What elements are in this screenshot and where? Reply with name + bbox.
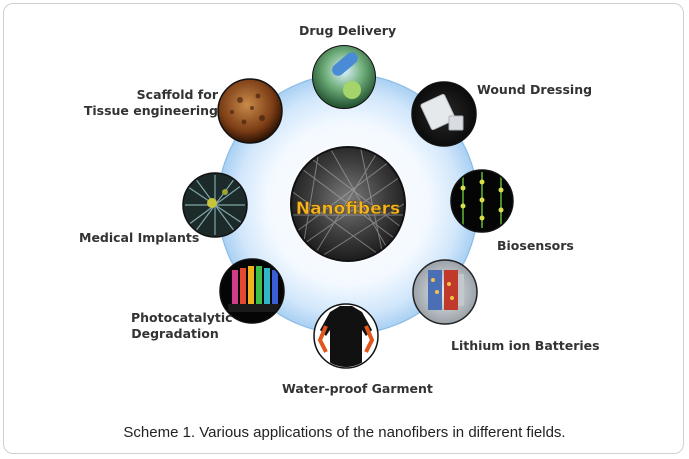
wound-dressing-node [411, 81, 477, 147]
lithium-ion-batteries-node [412, 259, 478, 325]
medical-implants-node [182, 172, 248, 238]
wound-dressing-label: Wound Dressing [477, 82, 593, 97]
medical-implants-label: Medical Implants [79, 230, 200, 245]
figure-caption: Scheme 1. Various applications of the na… [123, 424, 566, 441]
photocatalytic-degradation-node [219, 258, 285, 324]
lithium-ion-batteries-label: Lithium ion Batteries [451, 338, 600, 353]
photocatalytic-label-line2: Degradation [131, 326, 219, 341]
scaffold-label-line2: Tissue engineering [83, 103, 218, 118]
water-proof-garment-node [313, 303, 379, 369]
drug-delivery-label: Drug Delivery [299, 23, 397, 38]
scaffold-label-line1: Scaffold for [136, 87, 218, 102]
photocatalytic-label-line1: Photocatalytic [131, 310, 233, 325]
biosensors-label: Biosensors [497, 238, 574, 253]
photocatalytic-degradation-label: Photocatalytic Degradation [131, 310, 233, 342]
scaffold-node [217, 78, 283, 144]
drug-delivery-node [312, 45, 376, 109]
water-proof-garment-label: Water-proof Garment [282, 381, 433, 396]
biosensors-node [450, 169, 514, 233]
center-node: Nanofibers [290, 146, 406, 262]
scaffold-label: Scaffold for Tissue engineering [68, 87, 218, 119]
center-label: Nanofibers [296, 199, 400, 219]
